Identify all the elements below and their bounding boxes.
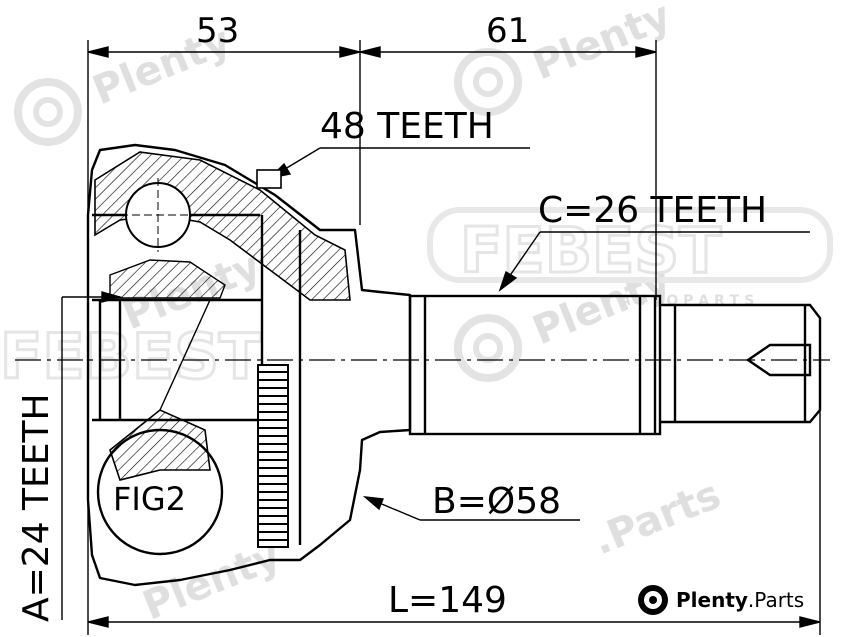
dimension-53: 53 xyxy=(196,11,239,51)
watermark-logo-top-left xyxy=(14,78,82,146)
watermark-text-2: Plenty xyxy=(527,0,678,89)
watermark-logo-mid xyxy=(454,314,522,382)
fig2-detail: FIG2 xyxy=(96,299,224,556)
dimension-lines xyxy=(61,40,821,635)
watermark-secondary: FEBEST xyxy=(460,214,721,287)
abs-ring xyxy=(257,364,289,548)
label-a-24-teeth: A=24 TEETH xyxy=(16,393,57,622)
brand-text: Plenty.Parts xyxy=(676,588,804,612)
label-48-teeth: 48 TEETH xyxy=(320,106,494,147)
fig2-leader xyxy=(159,299,211,411)
label-total-length: L=149 xyxy=(388,580,507,621)
brand-badge: Plenty.Parts xyxy=(636,583,804,617)
watermark-secondary-2: FEBEST xyxy=(0,320,261,393)
brand-name: Plenty xyxy=(676,588,748,612)
watermark-logo-top-mid xyxy=(454,48,522,116)
output-shaft xyxy=(408,294,822,436)
fig2-label: FIG2 xyxy=(113,480,186,518)
dimension-61: 61 xyxy=(486,11,529,51)
brake-disc-icon xyxy=(638,585,668,615)
watermark-text-6: .Parts xyxy=(587,472,728,565)
brand-suffix: .Parts xyxy=(747,588,805,612)
watermark-badge-frame xyxy=(427,207,833,283)
label-b-diameter: B=Ø58 xyxy=(432,481,561,522)
ball-element xyxy=(120,178,196,252)
label-c-26-teeth: C=26 TEETH xyxy=(538,190,767,231)
